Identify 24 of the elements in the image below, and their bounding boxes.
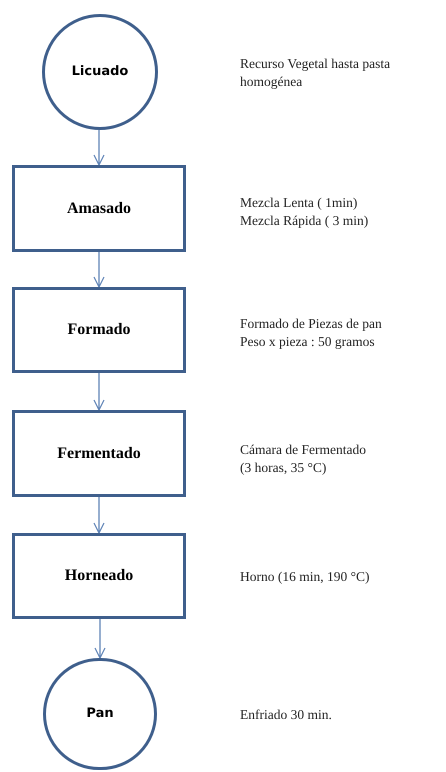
step-note: Mezcla Rápida ( 3 min) bbox=[240, 212, 370, 230]
node-label: Formado bbox=[67, 320, 131, 340]
arrow bbox=[93, 373, 105, 411]
node-label: Pan bbox=[86, 705, 114, 724]
step-note: Formado de Piezas de pan bbox=[240, 315, 383, 333]
step-note: Peso x pieza : 50 gramos bbox=[240, 333, 376, 351]
node-label: Amasado bbox=[66, 198, 131, 218]
step-note: Enfriado 30 min. bbox=[240, 706, 333, 724]
step-note: Horno (16 min, 190 °C) bbox=[240, 568, 371, 586]
process-box bbox=[12, 533, 186, 619]
process-box bbox=[12, 287, 186, 373]
arrow bbox=[94, 619, 106, 659]
step-note: (3 horas, 35 °C) bbox=[240, 459, 328, 477]
step-note: Mezcla Lenta ( 1min) bbox=[240, 194, 358, 212]
process-box bbox=[12, 165, 186, 252]
process-box bbox=[12, 410, 186, 497]
node-label: Horneado bbox=[64, 566, 134, 586]
node-label: Licuado bbox=[72, 63, 128, 82]
step-note: Recurso Vegetal hasta pasta homogénea bbox=[240, 55, 392, 91]
arrow bbox=[93, 130, 105, 166]
step-note: Cámara de Fermentado bbox=[240, 441, 367, 459]
node-label: Fermentado bbox=[57, 444, 141, 464]
arrow bbox=[93, 497, 105, 534]
arrow bbox=[93, 252, 105, 288]
